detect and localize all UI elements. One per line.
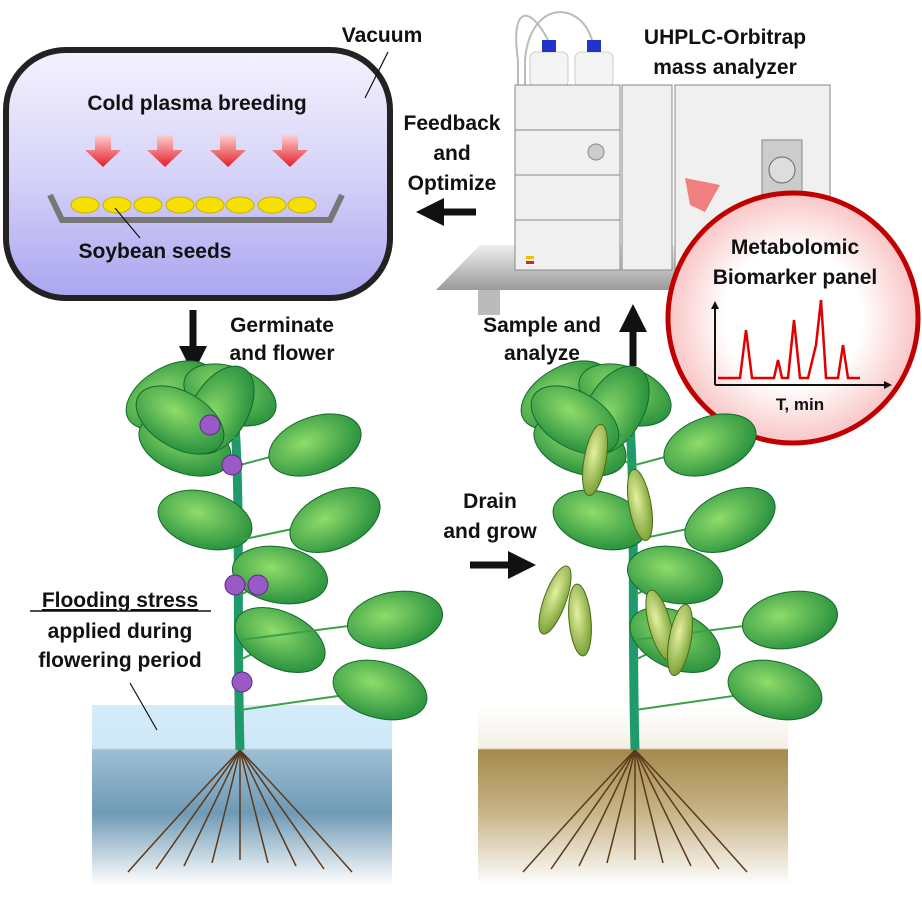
root	[634, 749, 720, 870]
seed	[133, 196, 163, 214]
drain-line1: Drain	[463, 490, 517, 513]
biomarker-panel: Metabolomic Biomarker panel T, min	[665, 190, 921, 446]
seed	[70, 196, 100, 214]
pod	[568, 583, 592, 657]
pink-arrow	[685, 178, 720, 212]
root	[578, 749, 636, 867]
seed	[195, 196, 225, 214]
pod	[626, 468, 654, 542]
plasma-arrow-icon	[272, 135, 308, 167]
root	[550, 749, 636, 870]
root	[522, 749, 636, 873]
flower	[224, 574, 246, 596]
flooding-line1: Flooding stress	[42, 589, 198, 612]
instrument-title-2: mass analyzer	[653, 56, 797, 79]
chamber-title: Cold plasma breeding	[87, 92, 306, 115]
drain-line2: and grow	[443, 520, 537, 543]
flooding-line3: flowering period	[38, 649, 201, 672]
germinate-line2: and flower	[229, 342, 334, 365]
flower	[231, 671, 253, 693]
panel-title-2: Biomarker panel	[713, 266, 878, 289]
chromatogram-trace	[718, 299, 860, 380]
seed	[287, 196, 317, 214]
vacuum-label: Vacuum	[342, 24, 423, 47]
leaf	[135, 385, 225, 455]
feedback-line1: Feedback	[404, 112, 501, 135]
flower	[247, 574, 269, 596]
root	[155, 749, 241, 870]
leaf	[157, 489, 253, 551]
flower	[199, 414, 221, 436]
sample-line2: analyze	[504, 342, 580, 365]
leaf	[332, 659, 428, 721]
plasma-arrow-icon	[147, 135, 183, 167]
seed	[102, 196, 132, 214]
plasma-chamber: Cold plasma breeding Soybean seeds	[3, 47, 393, 301]
flower	[221, 454, 243, 476]
root	[239, 749, 269, 864]
seed	[165, 196, 195, 214]
seed	[257, 196, 287, 214]
leaf	[268, 413, 362, 477]
germinate-line1: Germinate	[230, 314, 334, 337]
root	[239, 749, 353, 873]
root	[634, 749, 748, 873]
leaf	[289, 487, 381, 553]
pod	[538, 565, 572, 635]
flooded-plant	[125, 360, 444, 873]
soybean-seeds	[70, 196, 317, 214]
sample-line1: Sample and	[483, 314, 601, 337]
instrument-title-1: UHPLC-Orbitrap	[644, 26, 806, 49]
root	[183, 749, 241, 867]
seed	[225, 196, 255, 214]
panel-title-1: Metabolomic	[731, 236, 860, 259]
leaf	[741, 590, 839, 650]
leaf	[727, 659, 823, 721]
plasma-arrow-icon	[85, 135, 121, 167]
plasma-arrow-icon	[210, 135, 246, 167]
root	[211, 749, 241, 864]
pod	[581, 423, 609, 497]
root	[239, 749, 325, 870]
seeds-label: Soybean seeds	[79, 240, 232, 263]
flooding-line2: applied during	[48, 620, 193, 643]
plasma-arrows	[85, 135, 308, 167]
leaf	[234, 607, 326, 673]
feedback-line3: Optimize	[408, 172, 497, 195]
root	[127, 749, 241, 873]
x-axis-label: T, min	[776, 395, 824, 414]
seed-tray	[47, 193, 345, 223]
drained-plant	[520, 360, 839, 873]
root	[634, 749, 692, 867]
root	[239, 749, 297, 867]
leaf	[626, 545, 724, 605]
root	[606, 749, 636, 864]
leaf	[346, 590, 444, 650]
leaf	[684, 487, 776, 553]
feedback-line2: and	[433, 142, 470, 165]
leaf	[663, 413, 757, 477]
pod	[666, 603, 694, 677]
root	[634, 749, 664, 864]
